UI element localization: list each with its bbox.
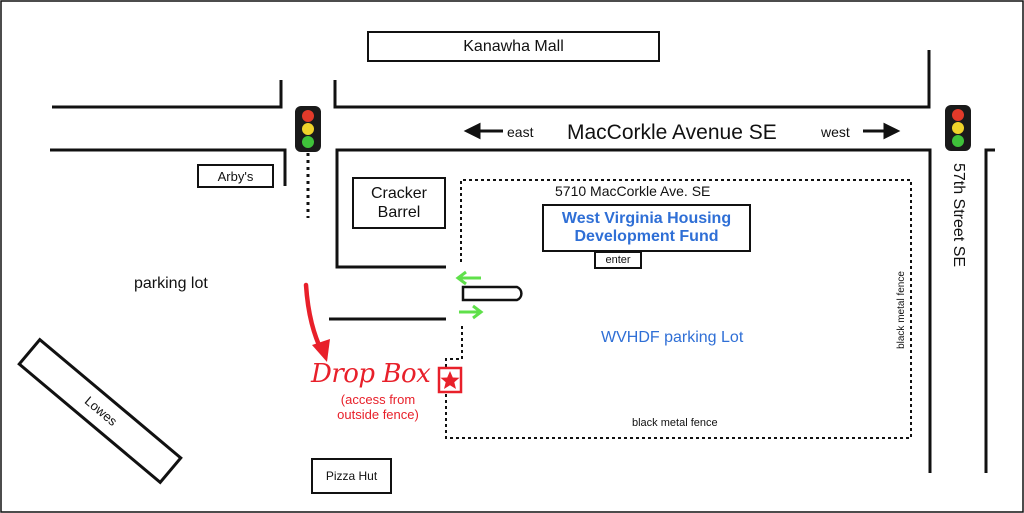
cracker-barrel-label: Cracker Barrel bbox=[370, 184, 427, 221]
traffic-light-icon bbox=[945, 105, 971, 151]
drop-box-note: (access from outside fence) bbox=[337, 392, 419, 422]
east-label: east bbox=[507, 124, 534, 140]
left-parking-label: parking lot bbox=[134, 275, 208, 292]
traffic-light-icon bbox=[295, 106, 321, 152]
drop-box-title: Drop Box bbox=[311, 359, 431, 389]
fence-right-label: black metal fence bbox=[896, 271, 907, 349]
lowes-building bbox=[17, 337, 183, 485]
west-label: west bbox=[821, 124, 850, 140]
enter-label: enter bbox=[605, 254, 631, 266]
enter-box: enter bbox=[594, 251, 642, 269]
wvhdf-name: West Virginia Housing Development Fund bbox=[561, 209, 732, 245]
avenue-label: MacCorkle Avenue SE bbox=[567, 121, 777, 144]
kanawha-mall-box: Kanawha Mall bbox=[367, 31, 660, 62]
wvhdf-building: West Virginia Housing Development Fund bbox=[542, 204, 751, 252]
wvhdf-parking-label: WVHDF parking Lot bbox=[601, 329, 744, 346]
arrow-left-icon bbox=[455, 270, 481, 286]
pizza-hut-box: Pizza Hut bbox=[311, 458, 392, 494]
arrow-right-icon bbox=[459, 304, 484, 320]
arbys-box: Arby's bbox=[197, 164, 274, 188]
address-label: 5710 MacCorkle Ave. SE bbox=[555, 183, 711, 199]
kanawha-mall-label: Kanawha Mall bbox=[463, 37, 564, 55]
fence-bottom-label: black metal fence bbox=[632, 417, 718, 429]
arbys-label: Arby's bbox=[217, 168, 254, 184]
cross-street-label: 57th Street SE bbox=[950, 162, 967, 268]
cracker-barrel-box: Cracker Barrel bbox=[352, 177, 446, 229]
road-lines bbox=[50, 50, 995, 473]
pizza-hut-label: Pizza Hut bbox=[325, 469, 378, 483]
star-icon bbox=[437, 366, 463, 394]
